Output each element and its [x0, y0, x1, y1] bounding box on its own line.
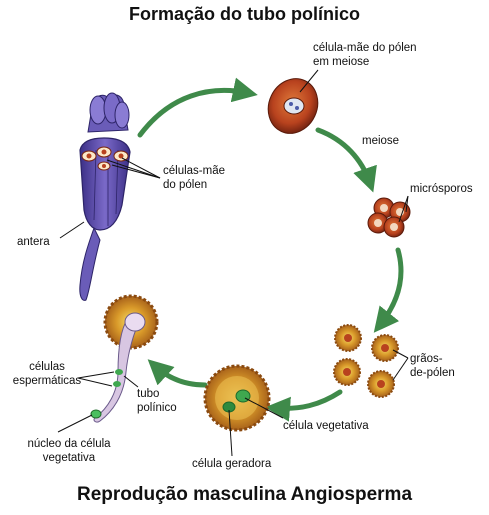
- label-microspores: micrósporos: [410, 183, 473, 195]
- leader-lines: [57, 69, 409, 433]
- anther-illustration: [79, 92, 131, 301]
- arrow-cell-to-tube: [147, 359, 208, 388]
- microspores-tetrad: [367, 197, 411, 238]
- label-mother-cells-line2: do pólen: [163, 179, 208, 191]
- label-vegetative-nucleus-line2: vegetativa: [42, 452, 96, 464]
- label-sperm-cells-line2: espermáticas: [12, 375, 82, 387]
- pollen-cell-detail: [203, 364, 284, 457]
- arrow-grains-to-cell: [265, 389, 343, 422]
- label-mother-cell-meiosis-line1: célula-mãe do pólen: [313, 42, 417, 54]
- label-mother-cells-line1: células-mãe: [163, 165, 225, 177]
- cycle-arrows: [137, 77, 404, 422]
- label-generative-cell: célula geradora: [192, 458, 272, 470]
- diagram-caption: Reprodução masculina Angiosperma: [76, 484, 413, 505]
- arrow-anther-to-meiosis: [137, 77, 258, 138]
- mother-cell-meiosis: [267, 78, 319, 134]
- germinating-pollen-tube: [90, 294, 159, 423]
- label-sperm-cells-line1: células: [29, 361, 65, 373]
- label-meiosis: meiose: [362, 135, 400, 147]
- label-pollen-tube-line1: tubo: [137, 388, 160, 400]
- label-vegetative-nucleus-line1: núcleo da célula: [27, 438, 111, 450]
- arrow-microspores-to-grains: [373, 247, 404, 333]
- label-mother-cell-meiosis-line2: em meiose: [313, 56, 370, 68]
- diagram-title: Formação do tubo polínico: [129, 4, 360, 24]
- label-pollen-grains-line2: de-pólen: [410, 367, 455, 379]
- label-pollen-tube-line2: polínico: [137, 402, 177, 414]
- label-anther: antera: [17, 236, 50, 248]
- pollen-grains: [333, 324, 399, 398]
- label-vegetative-cell: célula vegetativa: [283, 420, 369, 432]
- label-pollen-grains-line1: grãos-: [410, 353, 443, 365]
- arrow-meiosis-to-microspores: [315, 127, 377, 193]
